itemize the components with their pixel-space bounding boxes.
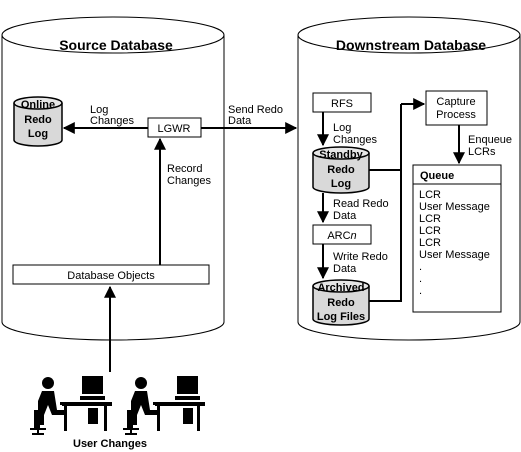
read-redo-data-label-1: Read Redo: [333, 198, 389, 210]
online-redo-log-label-3: Log: [28, 128, 48, 140]
rfs-log-changes-label-1: Log: [333, 122, 351, 134]
queue-item: LCR: [419, 189, 441, 201]
log-changes-label-2: Changes: [90, 115, 135, 127]
queue-item: .: [419, 285, 422, 297]
send-redo-data-label-2: Data: [228, 115, 252, 127]
rfs-label: RFS: [331, 98, 353, 110]
queue-box: [412, 164, 502, 313]
source-database-title: Source Database: [59, 37, 173, 53]
database-objects-box: [12, 264, 210, 285]
archived-connector-line: [369, 104, 402, 302]
user-workstation-icon: [30, 376, 112, 435]
archived-redo-log-files-cylinder: Archived Redo Log Files: [312, 279, 370, 326]
queue-item: User Message: [419, 201, 490, 213]
enqueue-lcrs-label-2: LCRs: [468, 146, 496, 158]
record-changes-label-2: Changes: [167, 175, 212, 187]
queue-item: LCR: [419, 225, 441, 237]
standby-redo-log-label-2: Redo: [327, 164, 355, 176]
user-workstation-icon: [123, 376, 205, 435]
lgwr-label: LGWR: [158, 123, 191, 135]
queue-item: LCR: [419, 237, 441, 249]
online-redo-log-cylinder: Online Redo Log: [13, 96, 63, 147]
queue-item: .: [419, 261, 422, 273]
database-objects-label: Database Objects: [67, 270, 155, 282]
rfs-log-changes-label-2: Changes: [333, 134, 378, 146]
arcn-label: ARCn: [327, 230, 356, 242]
online-redo-log-label-2: Redo: [24, 114, 52, 126]
arcn-box: [312, 224, 372, 245]
queue-item: User Message: [419, 249, 490, 261]
record-changes-label-1: Record: [167, 163, 202, 175]
standby-redo-log-label-1: Standby: [319, 149, 363, 161]
archived-label-1: Archived: [317, 282, 364, 294]
queue-item: LCR: [419, 213, 441, 225]
queue-item: .: [419, 273, 422, 285]
archived-label-3: Log Files: [317, 311, 365, 323]
queue-title: Queue: [420, 170, 454, 182]
standby-redo-log-cylinder: Standby Redo Log: [312, 146, 370, 194]
capture-process-label-2: Process: [436, 109, 476, 121]
read-redo-data-label-2: Data: [333, 210, 357, 222]
write-redo-data-label-1: Write Redo: [333, 251, 388, 263]
downstream-database-title: Downstream Database: [336, 37, 486, 53]
user-changes-label: User Changes: [73, 438, 147, 450]
capture-process-box: [425, 90, 488, 126]
online-redo-log-label-1: Online: [21, 99, 55, 111]
rfs-box: [312, 92, 372, 113]
archived-label-2: Redo: [327, 297, 355, 309]
write-redo-data-label-2: Data: [333, 263, 357, 275]
standby-redo-log-label-3: Log: [331, 178, 351, 190]
log-changes-label-1: Log: [90, 104, 108, 116]
enqueue-lcrs-label-1: Enqueue: [468, 134, 512, 146]
capture-process-label-1: Capture: [436, 96, 475, 108]
send-redo-data-label-1: Send Redo: [228, 104, 283, 116]
